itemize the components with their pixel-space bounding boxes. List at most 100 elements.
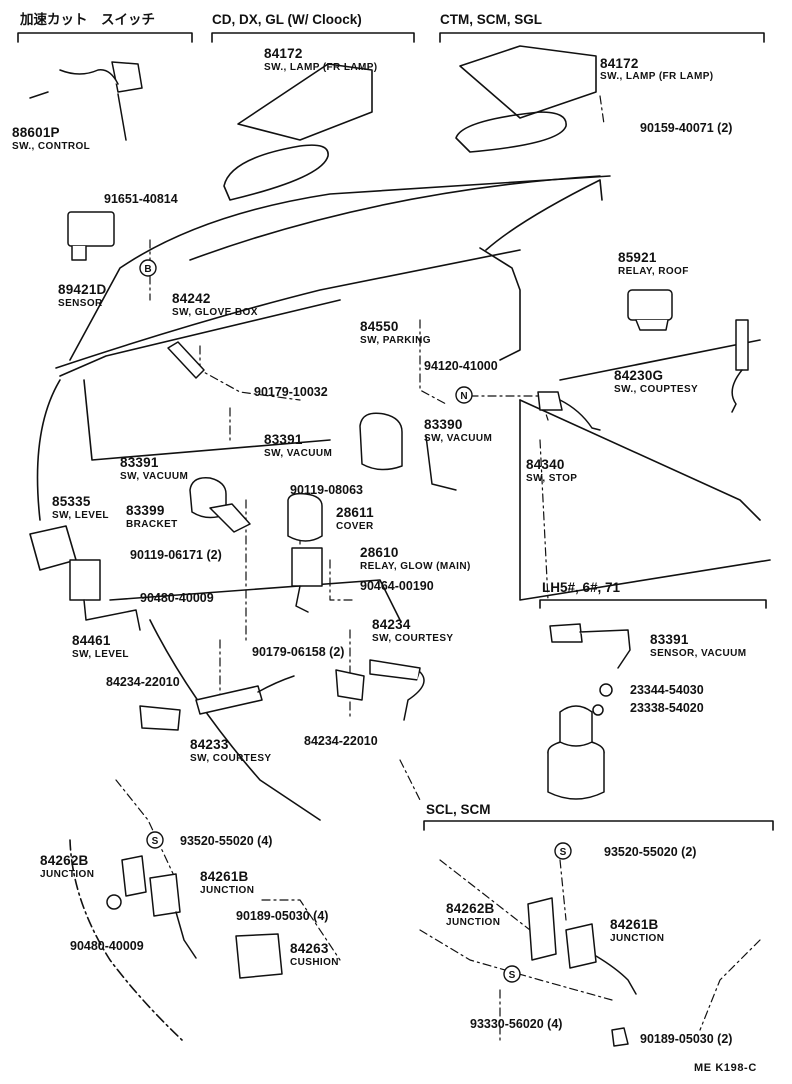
- part-number: 83391: [650, 632, 689, 647]
- marker-n: N: [460, 391, 467, 402]
- section-bracket-scl: [423, 820, 774, 831]
- part-number: 83390: [424, 417, 463, 432]
- junction-right-b: [565, 923, 597, 969]
- part-name: SENSOR: [58, 298, 103, 309]
- part-name: SW, STOP: [526, 473, 578, 484]
- marker-s2: S: [560, 847, 567, 858]
- junction-left: [121, 855, 147, 897]
- junction-right: [527, 897, 557, 961]
- section-cd-dx-gl: CD, DX, GL (W/ Cloock): [212, 12, 362, 27]
- headlamp: [29, 525, 77, 571]
- part-number: 23344-54030: [630, 683, 704, 697]
- part-number: 85921: [618, 250, 657, 265]
- part-name: SW, VACUUM: [120, 471, 189, 482]
- marker-s1-circle: [146, 831, 164, 849]
- part-name: SW, COURTESY: [372, 633, 454, 644]
- part-number: 91651-40814: [104, 192, 178, 206]
- part-number: 85335: [52, 494, 91, 509]
- part-number: 93520-55020 (4): [180, 834, 273, 848]
- part-name: SW., COUPTESY: [614, 384, 699, 395]
- part-number: 90179-10032: [254, 385, 328, 399]
- control-switch-body: [111, 61, 143, 93]
- cowl-line: [55, 249, 521, 369]
- mirror-ctm-glass: [455, 111, 567, 153]
- courtesy-switch-right-b: [369, 659, 421, 681]
- part-number: 89421D: [58, 282, 107, 297]
- part-number: 90119-06171 (2): [130, 548, 222, 562]
- marker-s2-circle: [554, 842, 572, 860]
- part-number: 84263: [290, 941, 329, 956]
- section-bracket-ctm: [439, 32, 765, 43]
- part-number: 23338-54020: [630, 701, 704, 715]
- part-number: 83391: [120, 455, 159, 470]
- part-name: SW., LAMP (FR LAMP): [264, 62, 378, 73]
- part-number: 84261B: [610, 917, 659, 932]
- part-number: 93330-56020 (4): [470, 1017, 563, 1031]
- section-bracket-accel: [17, 32, 193, 43]
- marker-s1: S: [152, 836, 159, 847]
- part-number: 90464-00190: [360, 579, 434, 593]
- courtesy-switch-left: [195, 685, 263, 715]
- part-number: 84234: [372, 617, 411, 632]
- part-number: 84262B: [446, 901, 495, 916]
- stop-switch: [537, 391, 563, 411]
- part-number: 90480-40009: [70, 939, 144, 953]
- part-number: 28610: [360, 545, 399, 560]
- level-switch: [69, 559, 101, 601]
- glow-relay: [291, 547, 323, 587]
- marker-b: B: [144, 264, 151, 275]
- part-name: SW, VACUUM: [264, 448, 333, 459]
- part-name: BRACKET: [126, 519, 178, 530]
- door-line: [519, 399, 771, 601]
- fender: [36, 379, 61, 521]
- part-number: 84233: [190, 737, 229, 752]
- part-number: 84172: [600, 56, 639, 71]
- cover-can: [287, 492, 323, 542]
- section-bracket-cd: [211, 32, 415, 43]
- part-name: SENSOR, VACUUM: [650, 648, 747, 659]
- courtesy-switch-right: [735, 319, 749, 371]
- mirror-ctm: [459, 45, 597, 119]
- windshield: [69, 175, 611, 361]
- pedal: [425, 435, 457, 491]
- roof-line: [189, 175, 601, 261]
- section-accel-cut: 加速カット スイッチ: [20, 12, 155, 27]
- part-name: JUNCTION: [200, 885, 255, 896]
- marker-n-circle: [455, 386, 473, 404]
- part-name: JUNCTION: [446, 917, 501, 928]
- part-name: RELAY, GLOW (MAIN): [360, 561, 471, 572]
- vacuum-sensor-lh: [549, 623, 583, 643]
- glove-box-switch: [167, 341, 205, 379]
- diagram-code: ME K198-C: [694, 1062, 757, 1074]
- part-number: 84172: [264, 46, 303, 61]
- part-name: COVER: [336, 521, 374, 532]
- junction-left-b: [149, 873, 181, 917]
- part-name: CUSHION: [290, 957, 339, 968]
- bracket-plate: [209, 503, 251, 533]
- part-name: SW, LEVEL: [52, 510, 109, 521]
- part-name: JUNCTION: [610, 933, 665, 944]
- instrument-hood: [479, 247, 521, 361]
- mirror-cd: [237, 63, 373, 141]
- part-name: SW, PARKING: [360, 335, 431, 346]
- panel-lower: [109, 579, 401, 621]
- marker-s3: S: [509, 970, 516, 981]
- a-pillar: [485, 179, 603, 251]
- vacuum-switch-center: [359, 412, 403, 471]
- relay-roof-body: [627, 289, 673, 321]
- part-number: 90159-40071 (2): [640, 121, 733, 135]
- part-name: JUNCTION: [40, 869, 95, 880]
- cushion-84263: [235, 933, 283, 979]
- part-name: SW, COURTESY: [190, 753, 272, 764]
- mirror-cd-glass: [223, 144, 329, 201]
- part-number: 83391: [264, 432, 303, 447]
- section-scl-scm: SCL, SCM: [426, 802, 491, 817]
- marker-b-circle: [139, 259, 157, 277]
- switch-84234-22010-b: [335, 669, 365, 701]
- part-number: 84340: [526, 457, 565, 472]
- part-number: 84262B: [40, 853, 89, 868]
- part-number: 83399: [126, 503, 165, 518]
- dash-top: [59, 299, 341, 377]
- switch-84234-22010-a: [139, 705, 181, 731]
